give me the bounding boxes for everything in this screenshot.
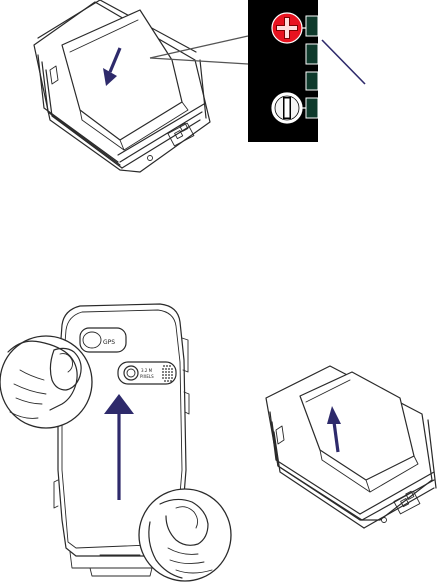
phone-remove-battery xyxy=(266,366,436,528)
battery-body xyxy=(62,10,182,140)
slide-up-arrow-icon xyxy=(104,394,134,414)
zoom-connector-top xyxy=(150,36,248,58)
battery-body-removal xyxy=(300,372,414,480)
camera-megapixel-label: 3.2 M xyxy=(141,368,153,373)
gps-logo-text: GPS xyxy=(103,339,115,346)
camera-pixels-label: PIXELS xyxy=(140,374,154,379)
phone-insert-battery xyxy=(34,0,210,172)
contacts-callout-line xyxy=(322,40,365,84)
thumb-bottom-right xyxy=(139,489,231,581)
thumb-top-left xyxy=(0,336,92,428)
battery-contacts-zoom xyxy=(248,0,318,142)
